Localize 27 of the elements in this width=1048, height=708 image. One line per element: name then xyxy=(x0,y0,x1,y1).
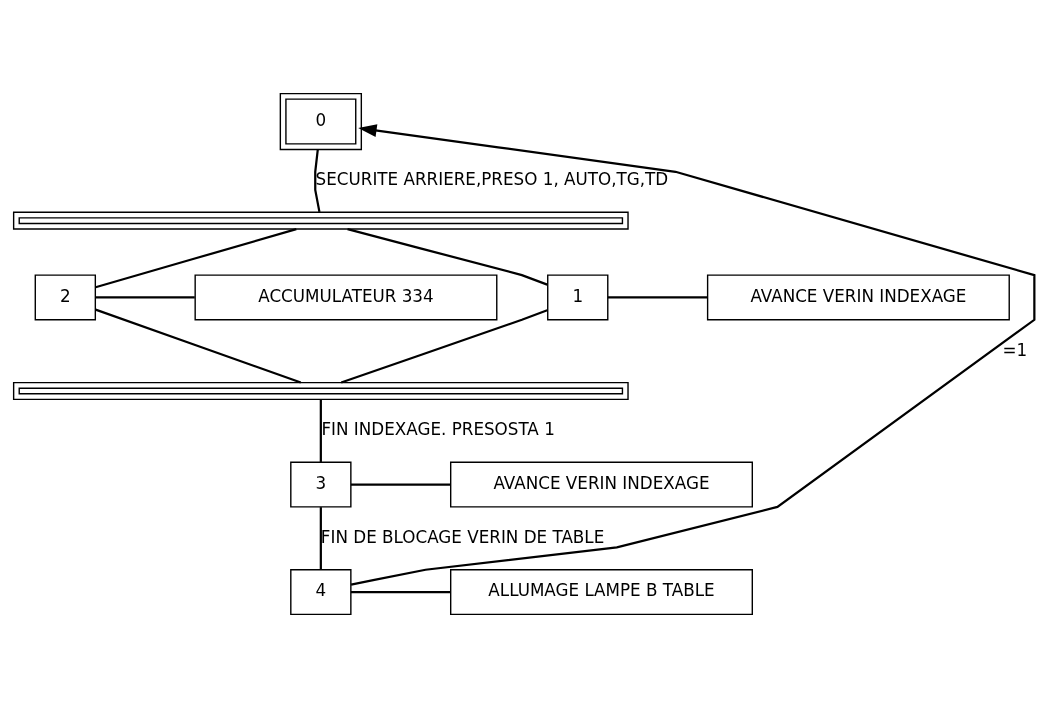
node-box: ACCUMULATEUR 334 xyxy=(194,274,498,321)
connector xyxy=(319,399,322,462)
edge-label: =1 xyxy=(1002,339,1028,360)
connector xyxy=(607,296,708,299)
node-bar xyxy=(12,211,629,230)
node-box: 4 xyxy=(290,569,352,616)
node-box: ALLUMAGE LAMPE B TABLE xyxy=(450,569,753,616)
node-box: AVANCE VERIN INDEXAGE xyxy=(450,461,753,508)
node-bar xyxy=(12,381,629,401)
connector xyxy=(314,149,321,213)
connector xyxy=(340,309,548,384)
edge-label: FIN INDEXAGE. PRESOSTA 1 xyxy=(321,419,555,440)
connector xyxy=(319,507,322,570)
arrow xyxy=(350,124,1036,586)
edge-label: SECURITE ARRIERE,PRESO 1, AUTO,TG,TD xyxy=(315,169,669,190)
node-box: 2 xyxy=(34,274,97,321)
connector xyxy=(95,296,195,299)
connector xyxy=(95,308,302,384)
node-box: 0 xyxy=(279,92,363,151)
connector xyxy=(95,228,297,289)
connector xyxy=(350,590,451,594)
connector xyxy=(347,228,548,286)
edge-label: FIN DE BLOCAGE VERIN DE TABLE xyxy=(320,526,605,547)
connector xyxy=(350,483,451,486)
node-box: AVANCE VERIN INDEXAGE xyxy=(706,274,1010,321)
node-box: 3 xyxy=(290,461,352,508)
node-box: 1 xyxy=(547,274,609,321)
